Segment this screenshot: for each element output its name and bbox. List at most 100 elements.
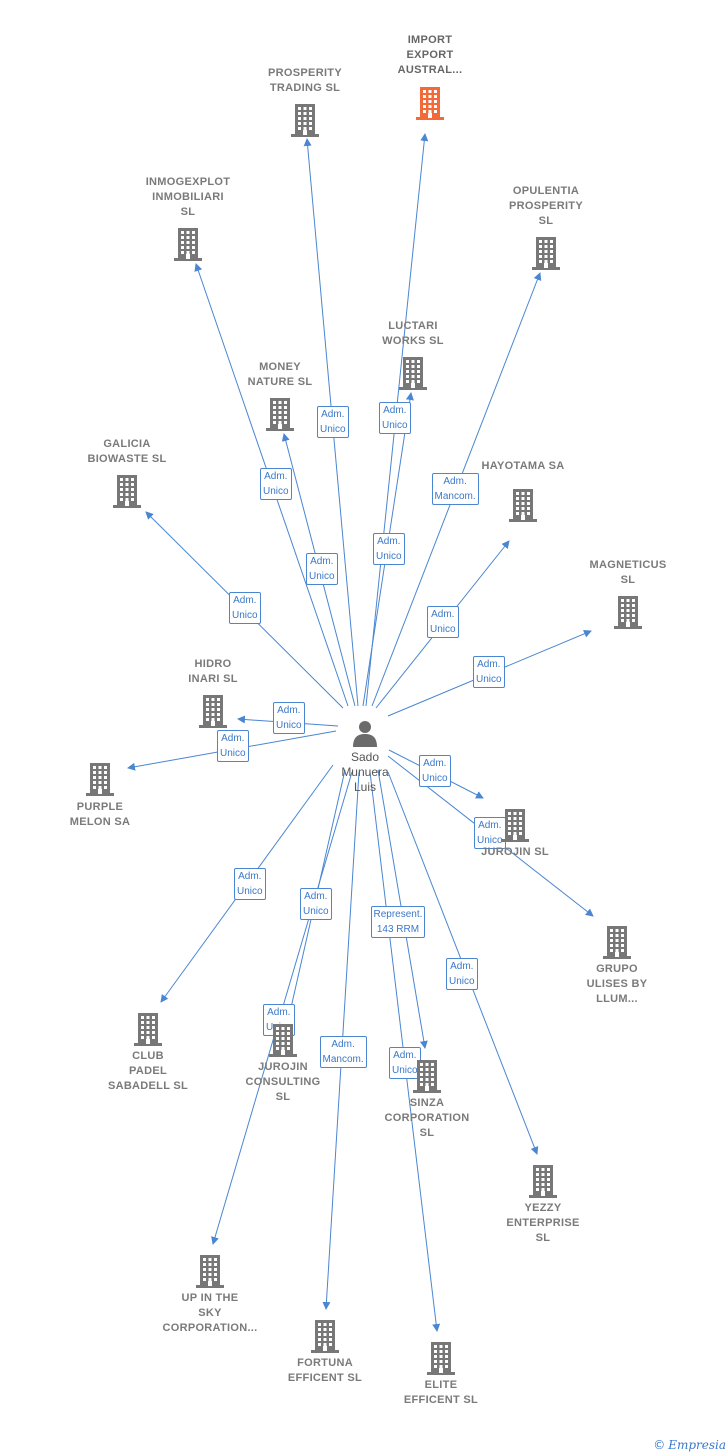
edge-label-line: Adm. <box>310 556 334 567</box>
edge-label-line: Unico <box>276 720 302 731</box>
edge-label-inmogexplot[interactable]: Adm.Unico <box>260 468 292 500</box>
edge-label-fortuna[interactable]: Adm.Mancom. <box>319 1036 367 1068</box>
company-node-import-export[interactable]: IMPORT EXPORT AUSTRAL... <box>370 33 490 120</box>
edge-label-line: Unico <box>303 906 329 917</box>
edge-label-line: Adm. <box>233 595 257 606</box>
edge-label-sinza[interactable]: Represent.143 RRM <box>370 906 426 938</box>
edge-label-prosperity-trading[interactable]: Adm.Unico <box>317 406 349 438</box>
person-icon <box>353 721 377 747</box>
company-name-line: SL <box>620 574 636 586</box>
company-name-line: FORTUNA <box>297 1357 353 1369</box>
building-icon <box>399 357 427 390</box>
building-icon <box>196 1255 224 1288</box>
company-name: ELITE EFFICENT SL <box>381 1378 501 1408</box>
edge-label-import-export[interactable]: Adm.Unico <box>379 402 411 434</box>
company-name-line: JUROJIN SL <box>481 846 549 858</box>
company-name-line: CORPORATION... <box>162 1322 258 1334</box>
edge-label-jurojin-consulting[interactable]: Adm.Unico <box>300 888 332 920</box>
edge-label-galicia[interactable]: Adm. Unico <box>229 592 261 624</box>
edge-label-hidro-inari[interactable]: Adm. Unico <box>273 702 305 734</box>
edge-label-line: Unico <box>309 571 335 582</box>
edge-label-club-padel[interactable]: Adm.Unico <box>234 868 266 900</box>
edge-label-line: 143 RRM <box>376 924 420 935</box>
company-name-line: PROSPERITY <box>268 67 342 79</box>
company-name-line: HAYOTAMA SA <box>481 460 565 472</box>
building-icon <box>603 926 631 959</box>
edge-label-hayotama[interactable]: Adm. Unico <box>427 606 459 638</box>
edge-label-line: Unico <box>430 624 456 635</box>
edge-label-line: Adm. <box>238 871 262 882</box>
person-name-line: Luis <box>353 780 376 794</box>
company-node-hayotama[interactable]: HAYOTAMA SA <box>463 460 583 522</box>
brand-name[interactable]: Empresia <box>668 1438 726 1452</box>
edge-label-line: Adm. <box>393 1050 417 1061</box>
company-name-line: PURPLE <box>76 801 124 813</box>
company-name-line: GALICIA <box>103 438 151 450</box>
person-node[interactable]: Sado Munuera Luis <box>305 718 425 795</box>
company-name-line: LUCTARI <box>388 320 438 332</box>
edge-label-magneticus[interactable]: Adm.Unico <box>473 656 505 688</box>
company-name-line: AUSTRAL... <box>397 64 463 76</box>
company-name-line: CLUB <box>132 1050 164 1062</box>
company-name-line: EFFICENT SL <box>403 1394 479 1406</box>
company-name: IMPORT EXPORT AUSTRAL... <box>370 33 490 78</box>
company-name-line: JUROJIN <box>258 1061 308 1073</box>
edge-label-line: Adm. <box>277 705 301 716</box>
company-name-line: UP IN THE <box>181 1292 239 1304</box>
edge-label-purple-melon[interactable]: Adm. Unico <box>217 730 249 762</box>
edge-label-opulentia[interactable]: Adm.Mancom. <box>431 473 479 505</box>
company-name-line: SINZA <box>409 1097 445 1109</box>
company-name-line: EXPORT <box>406 49 454 61</box>
edge-label-money-nature[interactable]: Adm. Unico <box>306 553 338 585</box>
edge-label-line: Mancom. <box>434 491 476 502</box>
edge-label-yezzy[interactable]: Adm.Unico <box>446 958 478 990</box>
edge-label-jurojin-sl[interactable]: Adm.Unico <box>419 755 451 787</box>
edge-label-line: Unico <box>422 773 448 784</box>
building-icon <box>614 596 642 629</box>
edge-label-line: Unico <box>220 748 246 759</box>
building-icon <box>291 104 319 137</box>
edge-label-line: Adm. <box>431 609 455 620</box>
company-name-line: INMOBILIARI <box>152 191 224 203</box>
edge-label-luctari[interactable]: Adm.Unico <box>373 533 405 565</box>
building-icon <box>509 489 537 522</box>
company-name-line: SL <box>538 215 554 227</box>
company-name-line: ELITE <box>424 1379 458 1391</box>
company-node-elite[interactable]: ELITE EFFICENT SL <box>381 1341 501 1408</box>
company-name-line: IMPORT <box>407 34 453 46</box>
person-name-line: Sado <box>350 750 380 764</box>
company-name-line: SL <box>419 1127 435 1139</box>
edge-label-line: Unico <box>232 610 258 621</box>
edge-label-line: Adm. <box>221 733 245 744</box>
company-node-jurojin-sl[interactable]: JUROJIN SL <box>455 808 575 860</box>
edge-label-line: Adm. <box>264 471 288 482</box>
edge-label-line: Adm. <box>267 1007 291 1018</box>
company-node-magneticus[interactable]: MAGNETICUS SL <box>568 558 688 629</box>
building-icon <box>134 1013 162 1046</box>
company-name-line: MAGNETICUS <box>589 559 667 571</box>
building-icon <box>413 1060 441 1093</box>
edge-label-line: Unico <box>477 835 503 846</box>
